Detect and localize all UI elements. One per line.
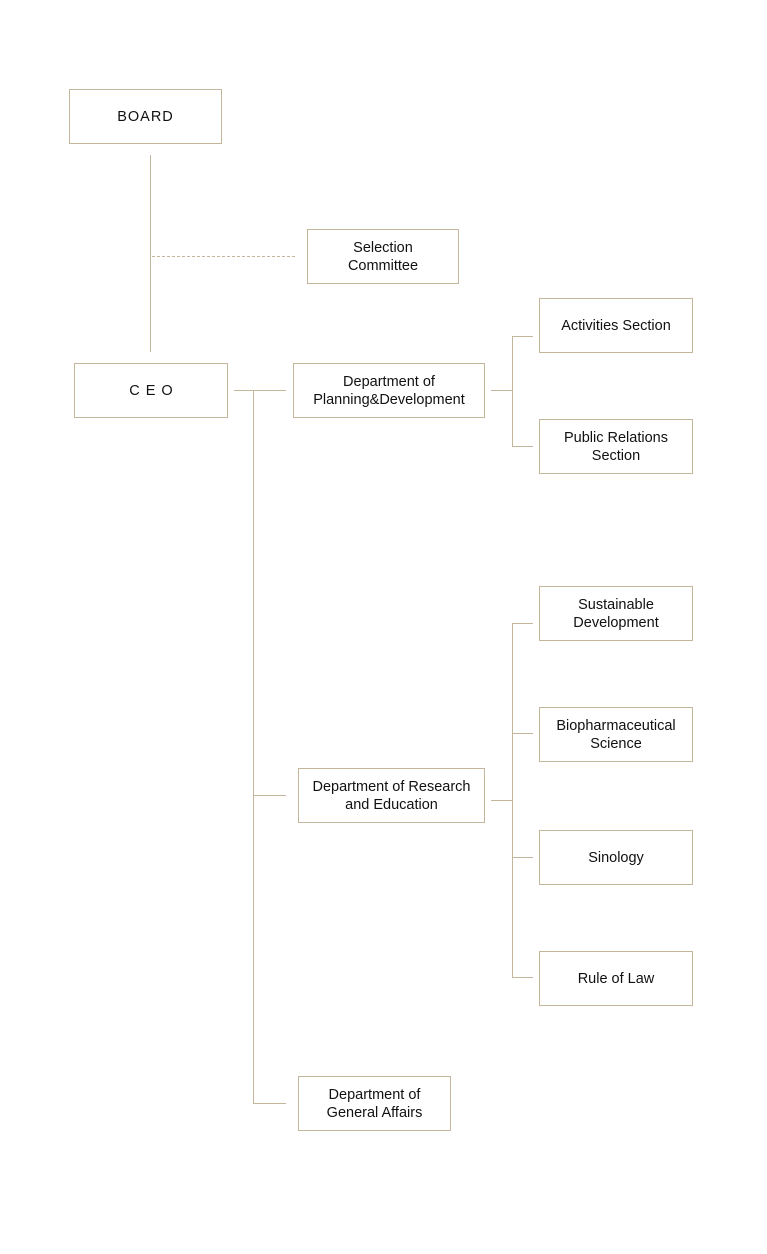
node-dept-planning-development: Department of Planning&Development <box>293 363 485 418</box>
node-sustainable-development: Sustainable Development <box>539 586 693 641</box>
node-public-relations-section: Public Relations Section <box>539 419 693 474</box>
connector-planning-trunk <box>512 336 513 446</box>
connector-to-dept-general-affairs <box>253 1103 286 1104</box>
connector-to-biopharmaceutical-science <box>512 733 533 734</box>
connector-ceo-stub <box>234 390 286 391</box>
node-ceo: CEO <box>74 363 228 418</box>
connector-to-rule-of-law <box>512 977 533 978</box>
node-dept-general-affairs: Department of General Affairs <box>298 1076 451 1131</box>
node-dept-research-education: Department of Research and Education <box>298 768 485 823</box>
connector-planning-stub <box>491 390 512 391</box>
connector-to-public-relations-section <box>512 446 533 447</box>
node-biopharmaceutical-science: Biopharmaceutical Science <box>539 707 693 762</box>
node-sinology: Sinology <box>539 830 693 885</box>
connector-board-selection-committee <box>152 256 295 257</box>
connector-research-stub <box>491 800 512 801</box>
node-rule-of-law: Rule of Law <box>539 951 693 1006</box>
node-board: BOARD <box>69 89 222 144</box>
connector-to-activities-section <box>512 336 533 337</box>
connector-board-ceo <box>150 155 151 352</box>
node-selection-committee: Selection Committee <box>307 229 459 284</box>
connector-to-dept-research <box>253 795 286 796</box>
connector-to-sinology <box>512 857 533 858</box>
node-activities-section: Activities Section <box>539 298 693 353</box>
connector-ceo-trunk <box>253 390 254 1103</box>
connector-research-trunk <box>512 623 513 977</box>
connector-to-sustainable-development <box>512 623 533 624</box>
